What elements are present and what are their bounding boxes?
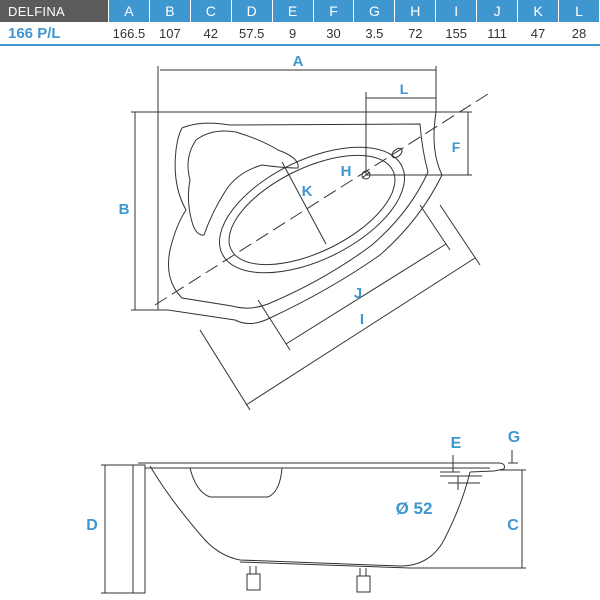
model-name: DELFINA <box>0 0 109 22</box>
col-header-K: K <box>517 0 559 22</box>
ext-line-J-left <box>257 299 291 351</box>
value-L: 28 <box>558 22 600 44</box>
value-B: 107 <box>149 22 191 44</box>
spec-value-row: 166 P/L 166.5 107 42 57.5 9 30 3.5 72 15… <box>0 22 600 44</box>
label-F: F <box>452 139 461 155</box>
side-view-foot-left-stem <box>249 566 257 575</box>
top-view <box>131 66 489 411</box>
label-K: K <box>302 183 313 200</box>
value-D: 57.5 <box>231 22 273 44</box>
label-H: H <box>341 163 352 180</box>
top-view-labels: A L F B H K J I <box>119 53 461 328</box>
top-view-oval-basin <box>218 146 406 274</box>
top-view-oval-inner <box>228 154 396 266</box>
col-header-D: D <box>231 0 273 22</box>
value-I: 155 <box>435 22 477 44</box>
side-view-headrest <box>189 467 283 498</box>
label-C: C <box>507 517 519 534</box>
value-H: 72 <box>394 22 436 44</box>
col-header-J: J <box>476 0 519 22</box>
value-A: 166.5 <box>108 22 150 44</box>
spec-header-row: DELFINA A B C D E F G H I J K L <box>0 0 600 22</box>
col-header-H: H <box>394 0 437 22</box>
side-view-body <box>149 465 471 567</box>
col-header-C: C <box>190 0 232 22</box>
label-drain-diameter: Ø 52 <box>396 499 433 518</box>
col-header-E: E <box>272 0 314 22</box>
side-view-base <box>239 561 411 569</box>
col-header-B: B <box>149 0 191 22</box>
variant-name: 166 P/L <box>0 22 109 44</box>
label-G: G <box>508 429 520 446</box>
col-header-G: G <box>353 0 396 22</box>
value-C: 42 <box>190 22 232 44</box>
dim-line-I <box>245 257 476 406</box>
top-view-seat <box>187 130 299 236</box>
side-view-foot-left <box>246 573 261 591</box>
label-J: J <box>354 285 362 302</box>
top-view-centerline <box>154 93 489 306</box>
value-J: 111 <box>476 22 518 44</box>
label-E: E <box>451 435 462 452</box>
label-B: B <box>119 201 130 218</box>
value-K: 47 <box>517 22 559 44</box>
table-underline <box>0 44 600 46</box>
dim-line-J <box>285 243 447 345</box>
label-D: D <box>86 517 98 534</box>
value-E: 9 <box>272 22 314 44</box>
ext-line-J-right <box>419 204 451 251</box>
label-A: A <box>293 53 304 70</box>
value-F: 30 <box>313 22 354 44</box>
col-header-I: I <box>435 0 478 22</box>
top-view-inner-rim <box>168 122 429 309</box>
value-G: 3.5 <box>353 22 395 44</box>
top-view-outer-rim <box>157 111 443 324</box>
ext-line-I-right <box>439 204 481 266</box>
dim-line-K <box>281 161 327 245</box>
side-view-foot-right <box>356 575 371 593</box>
label-I: I <box>360 311 364 328</box>
col-header-A: A <box>108 0 150 22</box>
side-view <box>101 450 526 594</box>
ext-line-I-left <box>199 329 251 411</box>
side-view-apron <box>132 464 146 594</box>
side-view-labels: D C E G Ø 52 <box>86 429 520 534</box>
col-header-L: L <box>558 0 600 22</box>
label-L: L <box>400 81 409 97</box>
side-view-rim <box>138 462 505 473</box>
side-view-foot-right-stem <box>359 568 367 577</box>
col-header-F: F <box>313 0 355 22</box>
spec-table: DELFINA A B C D E F G H I J K L 166 P/L … <box>0 0 600 44</box>
